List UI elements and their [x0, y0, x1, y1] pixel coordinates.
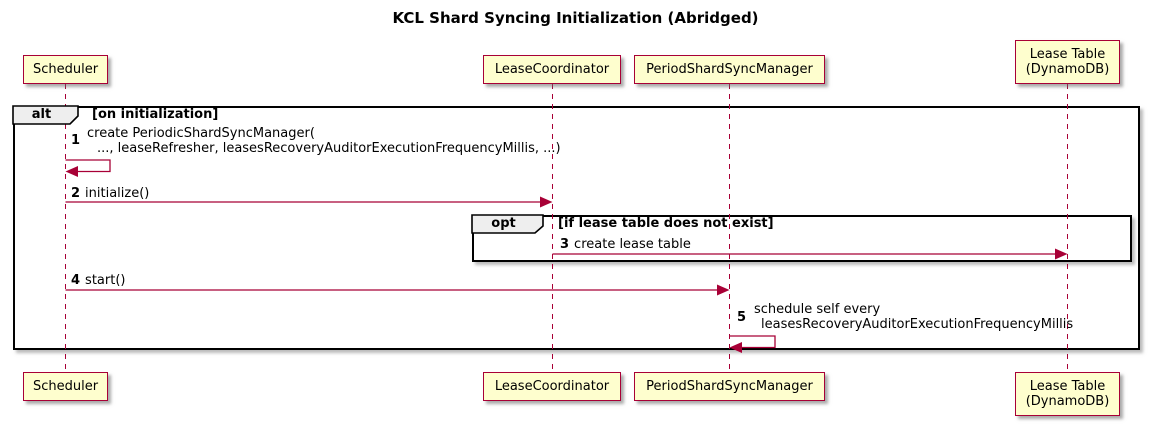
message-4-label: 4 start() — [71, 273, 125, 288]
message-2-text: initialize() — [85, 186, 150, 201]
message-3-text: create lease table — [574, 237, 691, 252]
participant-leasetable-bottom: Lease Table (DynamoDB) — [1015, 372, 1120, 416]
participant-scheduler-top: Scheduler — [23, 55, 108, 84]
diagram-title: KCL Shard Syncing Initialization (Abridg… — [392, 9, 759, 27]
participant-leasecoordinator-top: LeaseCoordinator — [483, 55, 621, 84]
message-2-label: 2 initialize() — [71, 186, 149, 201]
alt-guard-label: [on initialization] — [92, 107, 219, 122]
message-5-number: 5 — [737, 310, 747, 325]
opt-guard-label: [if lease table does not exist] — [558, 216, 774, 231]
participant-leasecoordinator-label: LeaseCoordinator — [494, 379, 610, 394]
participant-scheduler-label: Scheduler — [32, 62, 99, 77]
participant-leasecoordinator-bottom: LeaseCoordinator — [483, 372, 621, 401]
message-3-number: 3 — [560, 237, 570, 252]
message-1-number: 1 — [71, 133, 81, 148]
participant-leasetable-label-line2: (DynamoDB) — [1025, 62, 1110, 77]
participant-scheduler-label: Scheduler — [32, 379, 99, 394]
participant-periodshardsyncmanager-label: PeriodShardSyncManager — [646, 62, 813, 77]
participant-leasetable-top: Lease Table (DynamoDB) — [1015, 40, 1120, 84]
participant-leasetable-label-line1: Lease Table — [1029, 47, 1106, 62]
message-4-text: start() — [85, 273, 126, 288]
message-5-text-line1: schedule self every — [754, 302, 881, 317]
alt-operator-label: alt — [31, 107, 52, 122]
participant-scheduler-bottom: Scheduler — [23, 372, 108, 401]
participant-leasecoordinator-label: LeaseCoordinator — [494, 62, 610, 77]
message-2-number: 2 — [71, 186, 81, 201]
message-5-text-line2: leasesRecoveryAuditorExecutionFrequencyM… — [761, 317, 1074, 332]
message-3-label: 3 create lease table — [560, 237, 691, 252]
participant-periodshardsyncmanager-bottom: PeriodShardSyncManager — [634, 372, 825, 401]
opt-operator-label: opt — [491, 216, 516, 231]
opt-frame — [472, 215, 1132, 262]
participant-periodshardsyncmanager-label: PeriodShardSyncManager — [646, 379, 813, 394]
message-4-number: 4 — [71, 273, 81, 288]
participant-leasetable-label-line1: Lease Table — [1029, 379, 1106, 394]
alt-frame — [13, 106, 1140, 350]
participant-leasetable-label-line2: (DynamoDB) — [1025, 394, 1110, 409]
message-1-text-line1: create PeriodicShardSyncManager( — [87, 126, 315, 141]
message-1-text-line2: ..., leaseRefresher, leasesRecoveryAudit… — [97, 141, 561, 156]
participant-periodshardsyncmanager-top: PeriodShardSyncManager — [634, 55, 825, 84]
